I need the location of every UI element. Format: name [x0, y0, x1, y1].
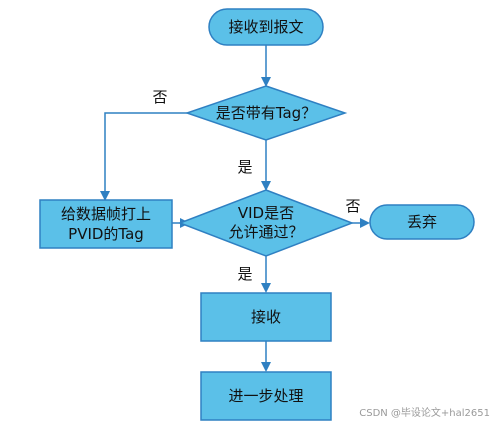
add-pvid-tag-line2: PVID的Tag: [68, 225, 144, 243]
watermark: CSDN @毕设论文+hal2651: [359, 408, 490, 419]
edge-tag-no-label: 否: [152, 88, 167, 106]
edge-vid-yes-label: 是: [237, 265, 252, 283]
add-pvid-tag-line1: 给数据帧打上: [61, 205, 151, 223]
further-processing-box: [200, 371, 332, 421]
start-label: 接收到报文: [228, 18, 303, 36]
discard-label: 丢弃: [407, 213, 437, 231]
edge-vid-no-label: 否: [345, 197, 360, 215]
discard-terminal: [369, 204, 475, 240]
add-pvid-tag-box: [39, 199, 173, 249]
edge-tag-yes-label: 是: [237, 158, 252, 176]
decision-vid-line1: VID是否: [238, 204, 294, 222]
decision-vid-line2: 允许通过？: [228, 223, 303, 241]
further-processing-label: 进一步处理: [228, 387, 303, 405]
decision-has-tag-label: 是否带有Tag？: [216, 104, 316, 122]
receive-label: 接收: [251, 308, 281, 326]
arrow-tag-no: [100, 112, 187, 201]
